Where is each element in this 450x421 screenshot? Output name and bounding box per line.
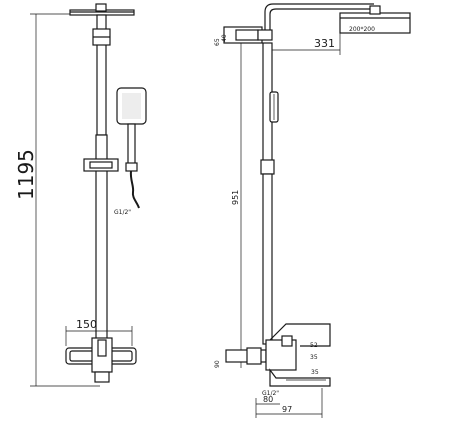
side-mixer-top-label: 35 (310, 354, 318, 361)
side-mixer: 52 35 (225, 323, 331, 371)
side-mixer-height-label: 52 (310, 342, 318, 349)
rain-shower-head (69, 3, 135, 16)
spout-projection-label: 97 (282, 405, 292, 414)
overall-height-label: 1195 (14, 149, 38, 200)
hand-shower-holder (83, 158, 119, 172)
shower-hose (129, 170, 140, 209)
mixer-width-label: 150 (76, 318, 97, 331)
outlet-thread-label: G1/2" (262, 390, 279, 397)
side-hand-shower (269, 91, 279, 123)
hand-shower (116, 87, 147, 172)
spout-offset-label: 80 (263, 395, 273, 404)
side-holder (260, 159, 275, 175)
hand-shower-nozzles (122, 93, 141, 119)
side-rain-head: 200*200 (339, 5, 411, 34)
spout-label: 35 (311, 369, 319, 376)
arm-length-label: 331 (314, 37, 335, 50)
side-lower-bar (262, 173, 273, 345)
hose-thread-label: G1/2" (114, 209, 131, 216)
top-outlet-label: 65 (214, 38, 221, 46)
overall-height-dimension: 1195 (14, 13, 100, 387)
side-upper-connector: 40 (221, 26, 273, 44)
bar-height-dimension: 951 65 90 (214, 32, 242, 368)
side-top-label: 40 (221, 34, 228, 42)
side-spout: 35 (269, 368, 331, 387)
head-size-label: 200*200 (349, 26, 375, 33)
front-view: 1195 G1/2" (14, 3, 147, 387)
bottom-dimensions: G1/2" 80 97 (255, 388, 323, 418)
side-view: 951 65 90 331 200*200 40 (214, 3, 411, 418)
bottom-outlet-label: 90 (214, 360, 221, 368)
bar-height-label: 951 (231, 190, 240, 205)
front-mixer: 150 (65, 318, 137, 383)
shower-arm: 331 (264, 3, 374, 55)
